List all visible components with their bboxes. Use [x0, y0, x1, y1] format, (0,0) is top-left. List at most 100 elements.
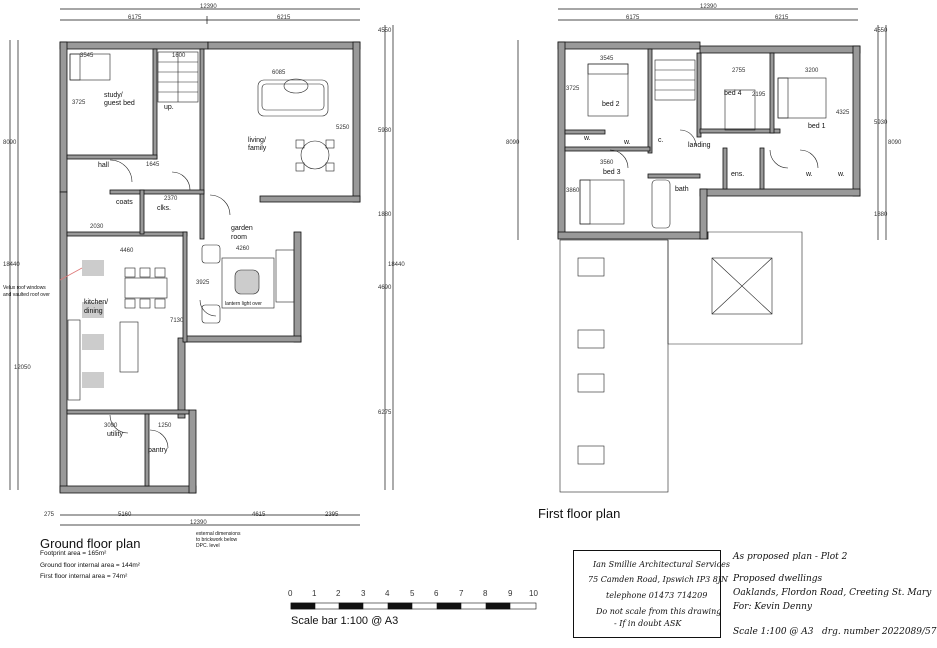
room-pantry: pantry [148, 447, 168, 454]
gf-dim-b4: 2395 [325, 512, 339, 518]
ff-dim-2195: 2195 [752, 92, 766, 98]
room-living-l1: living/ [248, 137, 266, 144]
ext-note-l3: DPC. level [196, 543, 220, 549]
gf-dim-top-total: 12390 [200, 4, 217, 10]
ff-dim-3725: 3725 [566, 86, 580, 92]
gf-dim-right-4690: 4690 [378, 285, 392, 291]
gf-dim-4460: 4460 [120, 248, 134, 254]
gf-dim-b1: 275 [44, 512, 55, 518]
gf-dim-top-left: 6175 [128, 15, 142, 21]
gf-dim-b2: 5160 [118, 512, 132, 518]
ff-dim-right-4550: 4550 [874, 28, 888, 34]
ff-internal-area: First floor internal area = 74m² [40, 573, 128, 580]
ext-note-l2: to brickwork below [196, 537, 238, 543]
scale-tick-2: 2 [336, 589, 341, 598]
room-up: up. [164, 104, 174, 111]
room-c: c. [658, 137, 664, 144]
gf-dim-6085: 6085 [272, 70, 286, 76]
firm-name: Ian Smillie Architectural Services [593, 560, 730, 569]
scale-bar-label: Scale bar 1:100 @ A3 [291, 615, 399, 627]
gf-dim-right-4550: 4550 [378, 28, 392, 34]
velux-note-l1: Velux roof windows [3, 285, 46, 291]
room-hall: hall [98, 162, 109, 169]
gf-dim-1600: 1600 [172, 53, 186, 59]
warning-l2: - If in doubt ASK [614, 619, 682, 628]
ff-dim-4325: 4325 [836, 110, 850, 116]
scale-tick-5: 5 [410, 589, 415, 598]
room-w-3: w. [806, 171, 813, 178]
ff-dim-top-right: 6215 [775, 15, 789, 21]
gf-dim-right-5930: 5930 [378, 128, 392, 134]
room-study-l2: guest bed [104, 100, 135, 107]
gf-dim-3925: 3925 [196, 280, 210, 286]
gf-dim-b3: 4615 [252, 512, 266, 518]
ff-dim-3860: 3860 [566, 188, 580, 194]
scale-tick-3: 3 [361, 589, 366, 598]
client: For: Kevin Denny [733, 602, 813, 612]
room-w-1: w. [584, 135, 591, 142]
gf-dim-right-1880: 1880 [378, 212, 392, 218]
title-block-box [573, 550, 721, 638]
scale-note: Scale 1:100 @ A3 [733, 627, 814, 637]
lantern-light-note: lantern light over [225, 301, 262, 307]
gf-dim-right-6275: 6275 [378, 410, 392, 416]
room-bed4: bed 4 [724, 90, 742, 97]
room-w-4: w. [838, 171, 845, 178]
gf-dim-5250: 5250 [336, 125, 350, 131]
gf-dim-left-8090: 8090 [3, 140, 17, 146]
gf-dim-3725: 3725 [72, 100, 86, 106]
scale-tick-4: 4 [385, 589, 390, 598]
room-living-l2: family [248, 145, 267, 152]
project-l1: Proposed dwellings [733, 574, 823, 584]
ff-dim-3200: 3200 [805, 68, 819, 74]
footprint-area: Footprint area = 165m² [40, 550, 107, 557]
room-coats: coats [116, 199, 133, 206]
room-bath: bath [675, 186, 689, 193]
room-garden-l2: room [231, 234, 247, 241]
gf-dim-4260: 4260 [236, 246, 250, 252]
ff-dim-2755: 2755 [732, 68, 746, 74]
ff-dim-right-8090: 8090 [888, 140, 902, 146]
room-clks: clks. [157, 205, 171, 212]
room-garden-l1: garden [231, 225, 253, 232]
firm-address: 75 Camden Road, Ipswich IP3 8JN [588, 575, 729, 584]
scale-tick-0: 0 [288, 589, 293, 598]
gf-dim-2370: 2370 [164, 196, 178, 202]
firm-phone: telephone 01473 714209 [606, 591, 708, 600]
gf-dim-right-18440: 18440 [388, 262, 405, 268]
scale-tick-8: 8 [483, 589, 488, 598]
velux-note-l2: and vaulted roof over [3, 292, 50, 298]
ff-dim-top-total: 12390 [700, 4, 717, 10]
ff-dim-right-1880: 1880 [874, 212, 888, 218]
gf-dim-2030: 2030 [90, 224, 104, 230]
gf-dim-top-right: 6215 [277, 15, 291, 21]
ff-dim-left-8090: 8090 [506, 140, 520, 146]
room-ens: ens. [731, 171, 745, 178]
gf-internal-area: Ground floor internal area = 144m² [40, 562, 140, 569]
ground-floor-title: Ground floor plan [40, 536, 141, 551]
drawing-number: drg. number 2022089/57 [822, 627, 937, 637]
gf-dim-3090: 3090 [104, 423, 118, 429]
ff-dim-3545: 3545 [600, 56, 614, 62]
room-bed3: bed 3 [603, 169, 621, 176]
room-kitchen-l2: dining [84, 308, 103, 315]
gf-dim-3545: 3545 [80, 53, 94, 59]
plan-title: As proposed plan - Plot 2 [733, 552, 848, 562]
gf-dim-12050: 12050 [14, 365, 31, 371]
room-landing: landing [688, 142, 711, 149]
gf-dim-1645: 1645 [146, 162, 160, 168]
scale-tick-9: 9 [508, 589, 513, 598]
project-l2: Oaklands, Flordon Road, Creeting St. Mar… [733, 588, 932, 598]
gf-dim-left-18440: 18440 [3, 262, 20, 268]
gf-dim-bottom-total: 12390 [190, 520, 207, 526]
scale-tick-10: 10 [529, 589, 538, 598]
room-utility: utility [107, 431, 123, 438]
ff-dim-top-left: 6175 [626, 15, 640, 21]
room-bed1: bed 1 [808, 123, 826, 130]
ext-note-l1: external dimensions [196, 531, 241, 537]
scale-tick-1: 1 [312, 589, 317, 598]
ff-dim-right-5930: 5930 [874, 120, 888, 126]
ff-dim-3560: 3560 [600, 160, 614, 166]
room-kitchen-l1: kitchen/ [84, 299, 109, 306]
